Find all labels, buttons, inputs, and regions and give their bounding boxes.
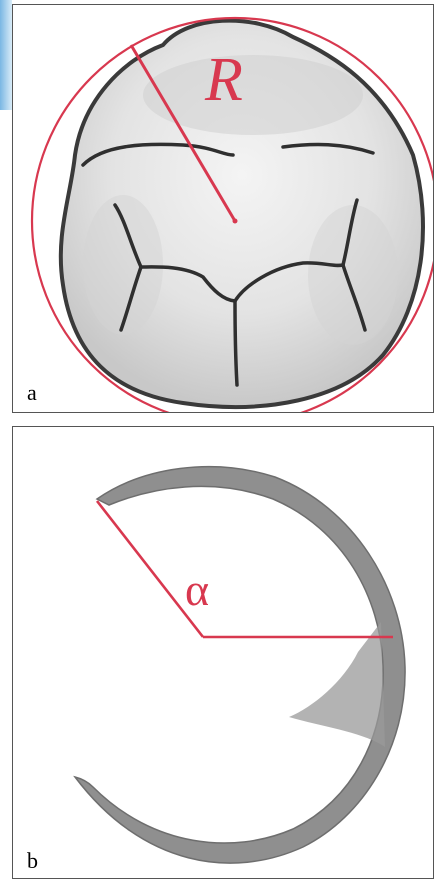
panel-a: R a (12, 4, 434, 413)
panel-label-b: b (27, 848, 38, 874)
background-blue-strip (0, 0, 12, 110)
panel-label-a: a (27, 380, 37, 406)
angle-lines (97, 501, 393, 637)
tooth-shading-right (308, 205, 398, 345)
tooth-occlusal-illustration: R (13, 5, 434, 413)
angle-label: α (185, 564, 209, 615)
angle-shaded-wedge (289, 622, 385, 747)
arc-angle-illustration: α (13, 427, 434, 879)
tooth-shading-left (83, 195, 163, 335)
radius-label: R (204, 46, 243, 114)
circle-center-dot (233, 219, 238, 224)
panel-b: α b (12, 426, 434, 879)
